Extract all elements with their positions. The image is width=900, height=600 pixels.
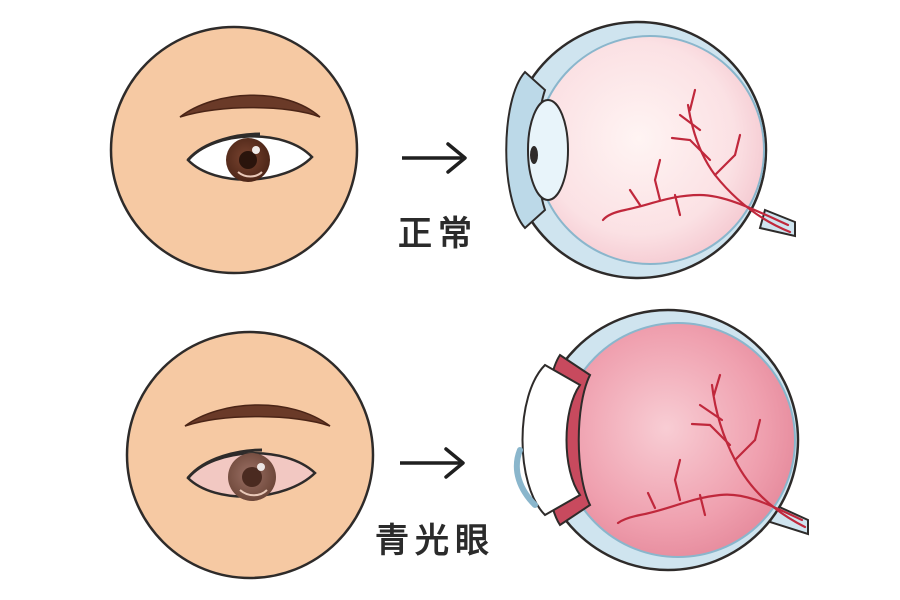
retinal-vessels	[601, 88, 792, 234]
cornea-edge	[513, 447, 538, 508]
eyebrow	[179, 94, 321, 118]
lens-enlarged	[521, 363, 582, 517]
upper-eyelid	[186, 132, 261, 162]
pupil-side	[530, 146, 538, 164]
label-normal: 正常	[398, 214, 478, 254]
iris-reflection	[239, 489, 268, 497]
label-glaucoma: 青光眼	[375, 521, 495, 561]
normal-eyeball	[505, 20, 796, 280]
pupil	[242, 467, 262, 487]
retinal-vessels	[616, 373, 807, 529]
glaucoma-eyeball	[513, 308, 809, 572]
right-arrow-icon	[444, 447, 465, 479]
lens	[527, 99, 569, 201]
right-arrow-icon	[446, 142, 467, 174]
pupil	[239, 151, 257, 169]
glaucoma-arrow	[400, 447, 465, 479]
eye-highlight	[252, 146, 260, 154]
glaucoma-face-eye	[125, 330, 375, 580]
eyebrow	[184, 404, 331, 427]
eye-highlight	[257, 463, 265, 471]
vitreous-glaucoma	[560, 322, 796, 558]
normal-face-eye	[109, 25, 359, 275]
vitreous-normal	[535, 35, 765, 265]
iris-reflection	[237, 171, 263, 178]
normal-arrow	[402, 142, 467, 174]
upper-eyelid	[186, 448, 263, 479]
